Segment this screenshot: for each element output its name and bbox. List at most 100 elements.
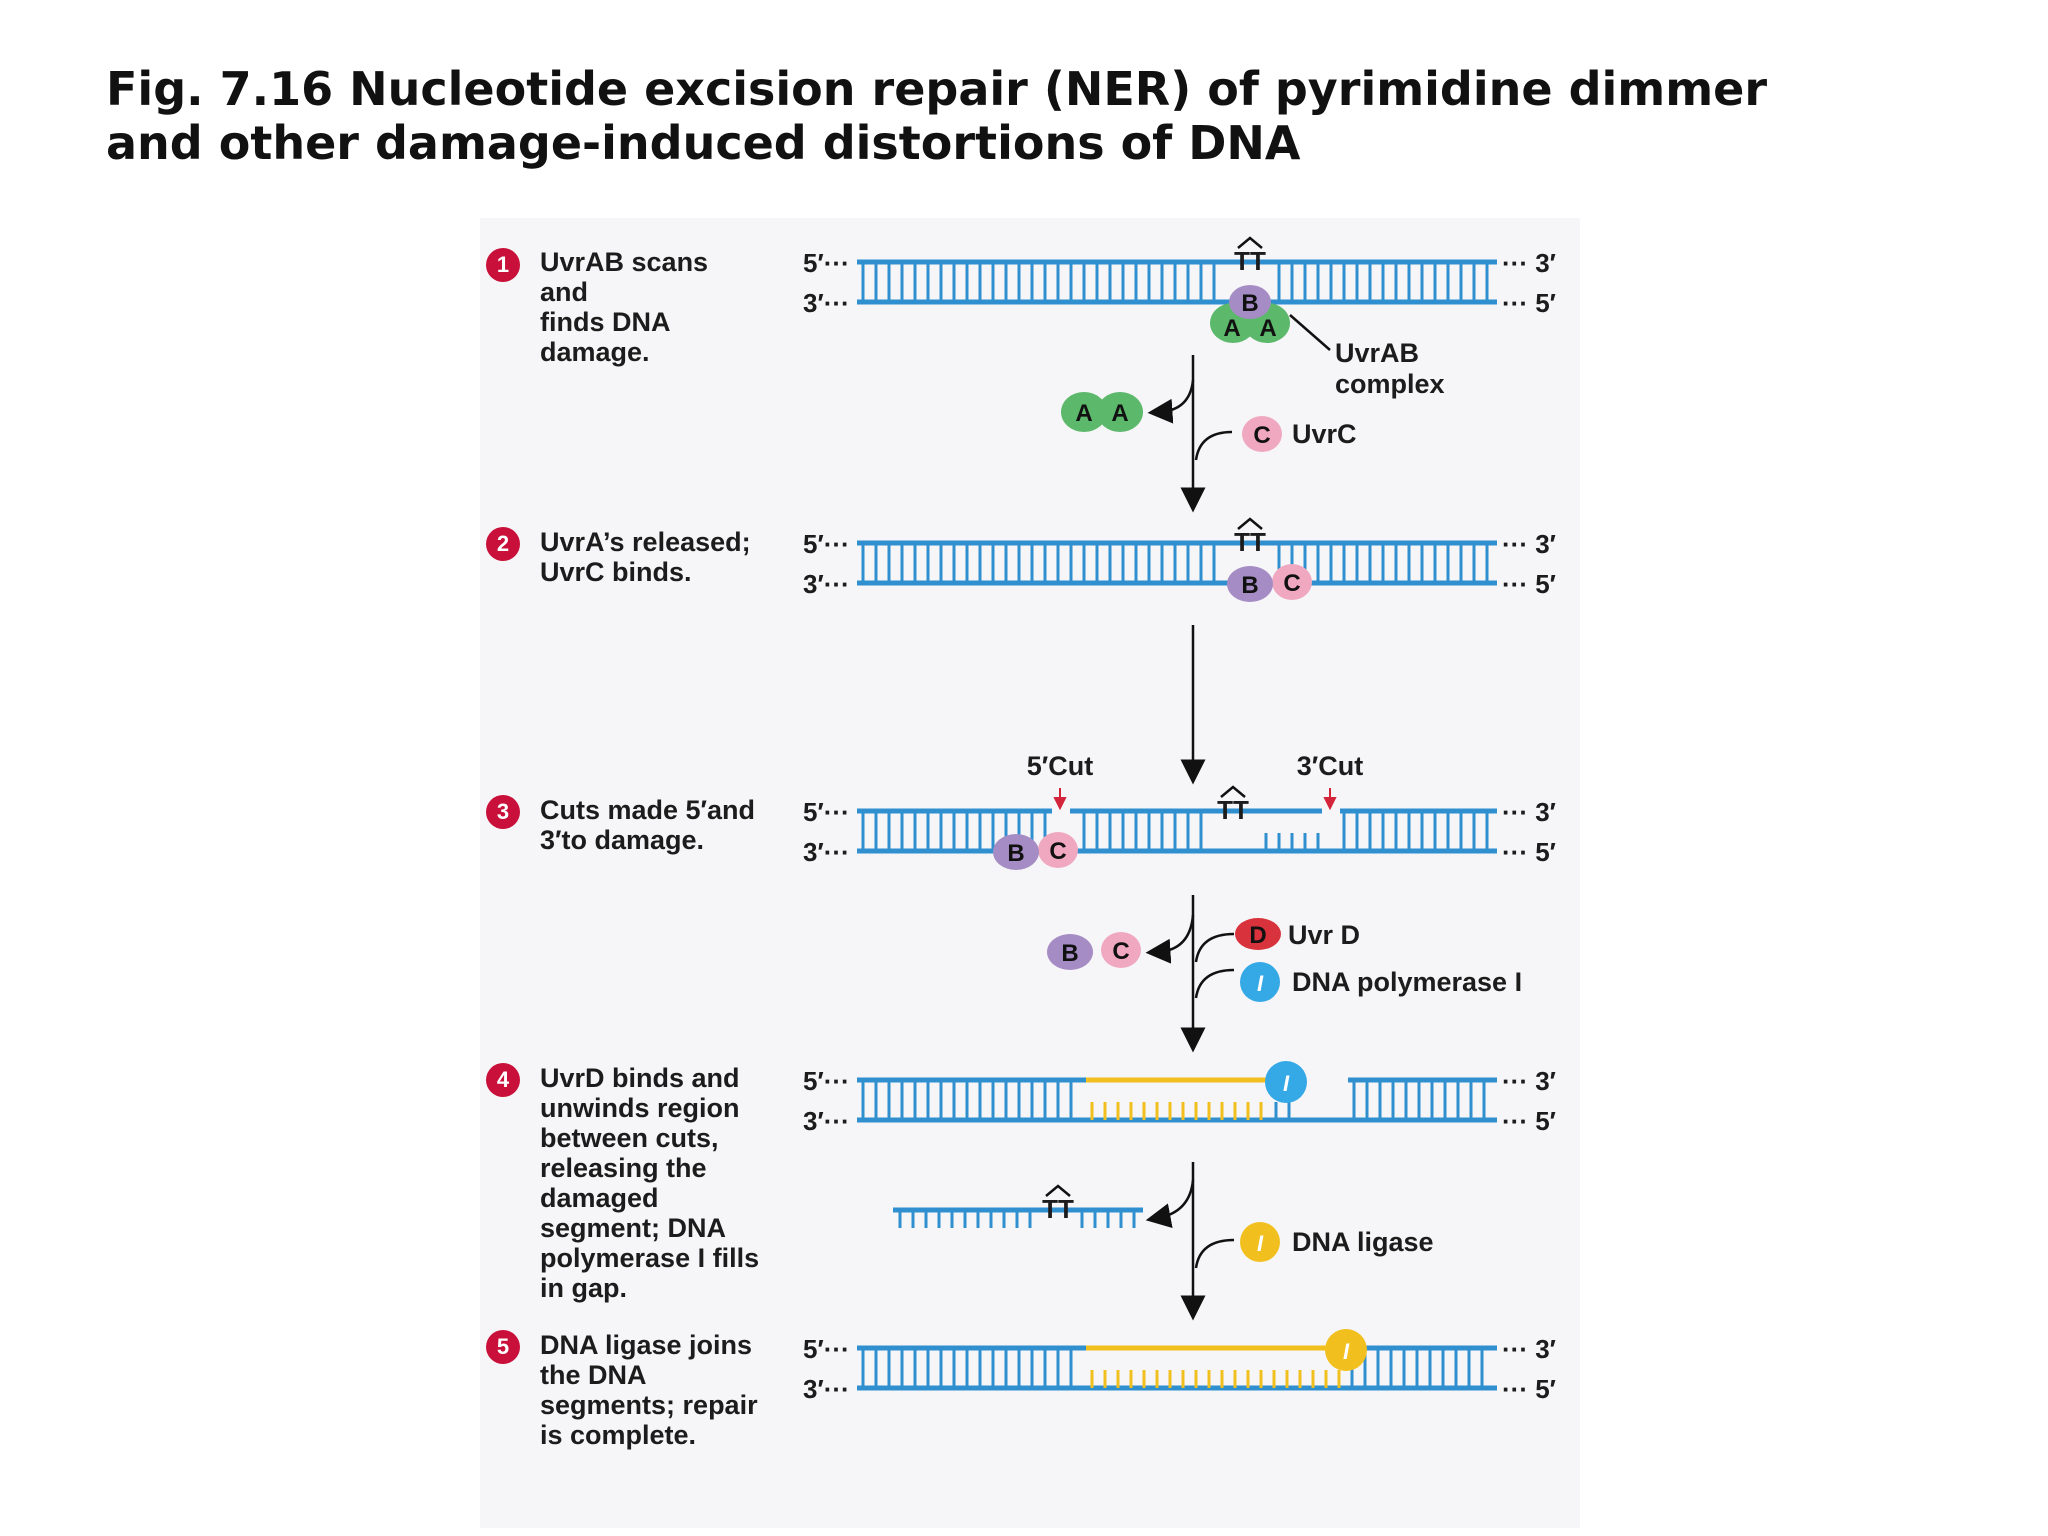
protein-label-c: C [1112,938,1129,965]
five-prime-label: 5′··· [803,248,850,278]
three-prime-label: 3′··· [803,1374,850,1404]
uvrB-protein [993,834,1039,870]
step-text-line: unwinds region [540,1093,740,1123]
uvrd-enter-line [1194,932,1235,963]
five-prime-label: ··· 5′ [1502,569,1556,599]
step-text-line: and [540,277,589,307]
step-text-line: polymerase I fills [540,1243,760,1273]
uvrab-complex: B A A [1210,285,1290,343]
figure-title: Fig. 7.16 Nucleotide excision repair (NE… [106,62,1956,170]
protein-label-a: A [1223,315,1240,342]
five-prime-label: ··· 5′ [1502,1374,1556,1404]
thymine-dimer-label: TT [1217,795,1249,825]
five-prime-label: ··· 5′ [1502,288,1556,318]
uvrC-protein [1101,932,1141,968]
dna-ligase-icon [1240,1222,1280,1262]
five-prime-label: 5′··· [803,797,850,827]
step-3-badge: 3 [486,795,520,829]
dimer-bond-mark [1237,517,1263,530]
thymine-dimer-label: TT [1234,246,1266,276]
dna-ligase-label: DNA ligase [1292,1227,1434,1257]
step-text-line: DNA ligase joins [540,1330,753,1360]
dimer-bond-mark [1220,785,1246,798]
step-text-line: Cuts made 5′and [540,795,756,825]
bound-ligase: I [1325,1329,1367,1371]
dna-duplex: 5′··· 3′··· ··· 3′ ··· 5′ TT [803,517,1556,599]
step-4-badge: 4 [486,1063,520,1097]
step-text-line: UvrC binds. [540,557,692,587]
five-prime-label: ··· 5′ [1502,1106,1556,1136]
thymine-dimer-label: TT [1042,1194,1074,1224]
dna-ligase-icon [1325,1329,1367,1371]
step-4-text: UvrD binds and unwinds region between cu… [540,1063,790,1303]
dimer-bond-mark [1045,1184,1071,1197]
five-prime-label: ··· 5′ [1502,837,1556,867]
released-uvrA: A A [1061,392,1143,432]
protein-label-c: C [1283,570,1300,597]
step-2-badge: 2 [486,527,520,561]
ligase-enter-line [1194,1238,1235,1269]
step-text-line: UvrD binds and [540,1063,740,1093]
dna-polymerase-icon [1240,962,1280,1002]
uvrd-label: Uvr D [1288,920,1360,950]
incoming-uvrC: C [1242,416,1282,452]
step-text-line: the DNA [540,1360,647,1390]
three-prime-label: 3′··· [803,569,850,599]
step-text-line: damaged [540,1183,659,1213]
step-text-line: finds DNA [540,307,671,337]
protein-label-b: B [1061,940,1078,967]
dimer-bond-mark [1237,236,1263,249]
dna-pol-label: DNA polymerase I [1292,967,1522,997]
step-text-line: 3′to damage. [540,825,705,855]
step-2-text: UvrA’s released; UvrC binds. [540,527,790,587]
uvrc-label: UvrC [1292,419,1357,449]
five-prime-label: 5′··· [803,1334,850,1364]
title-line-1: Fig. 7.16 Nucleotide excision repair (NE… [106,62,1768,116]
incoming-dna-pol: I [1240,962,1280,1002]
three-prime-label: ··· 3′ [1502,1066,1556,1096]
uvrD-protein [1235,918,1281,950]
three-prime-label: 3′··· [803,288,850,318]
uvrab-complex-label: complex [1335,369,1445,399]
protein-label-ligase: I [1257,1231,1264,1256]
three-prime-label: ··· 3′ [1502,529,1556,559]
released-bc: B C [1047,932,1141,970]
protein-label-d: D [1249,922,1266,949]
uvrc-enter-line [1194,430,1233,461]
bound-bc-step2: B C [1227,564,1312,602]
three-prime-label: ··· 3′ [1502,248,1556,278]
dna-strands-layer: 5′··· 3′··· ··· 3′ ··· 5′ TT 5′··· 3′··· ··· 3′… [803,236,1556,1404]
thymine-dimer-label: TT [1234,527,1266,557]
uvrA-protein [1061,392,1107,432]
uvrA-protein [1097,392,1143,432]
cut-3-arrow [1323,788,1337,811]
step-text-line: in gap. [540,1273,627,1303]
released-damaged-segment: TT [893,1184,1143,1228]
flow-arrows [1145,314,1331,1321]
protein-label-ligase: I [1343,1339,1350,1364]
dna-polymerase-icon [1265,1061,1307,1103]
release-bc-arrow [1145,914,1195,964]
three-prime-label: ··· 3′ [1502,1334,1556,1364]
protein-label-b: B [1241,572,1258,599]
incoming-uvrD: D [1235,918,1281,950]
step-5-badge: 5 [486,1330,520,1364]
step-text-line: segments; repair [540,1390,758,1420]
five-prime-label: 5′··· [803,529,850,559]
bound-bc-step3: B C [993,832,1078,870]
title-line-2: and other damage-induced distortions of … [106,116,1301,170]
step-text-line: releasing the [540,1153,707,1183]
release-segment-arrow [1145,1179,1195,1228]
step-1-text: UvrAB scans and finds DNA damage. [540,247,790,367]
three-prime-label: ··· 3′ [1502,797,1556,827]
uvrab-leader-line [1289,314,1331,351]
step-5-text: DNA ligase joins the DNA segments; repai… [540,1330,790,1450]
protein-label-pol: I [1283,1071,1290,1096]
release-uvra-arrow [1147,379,1195,424]
step-3-text: Cuts made 5′and 3′to damage. [540,795,790,855]
dna-duplex: 5′···3′······ 3′··· 5′ [803,1066,1556,1136]
step-text-line: UvrAB scans [540,247,709,277]
step-text-line: damage. [540,337,650,367]
incoming-ligase: I [1240,1222,1280,1262]
